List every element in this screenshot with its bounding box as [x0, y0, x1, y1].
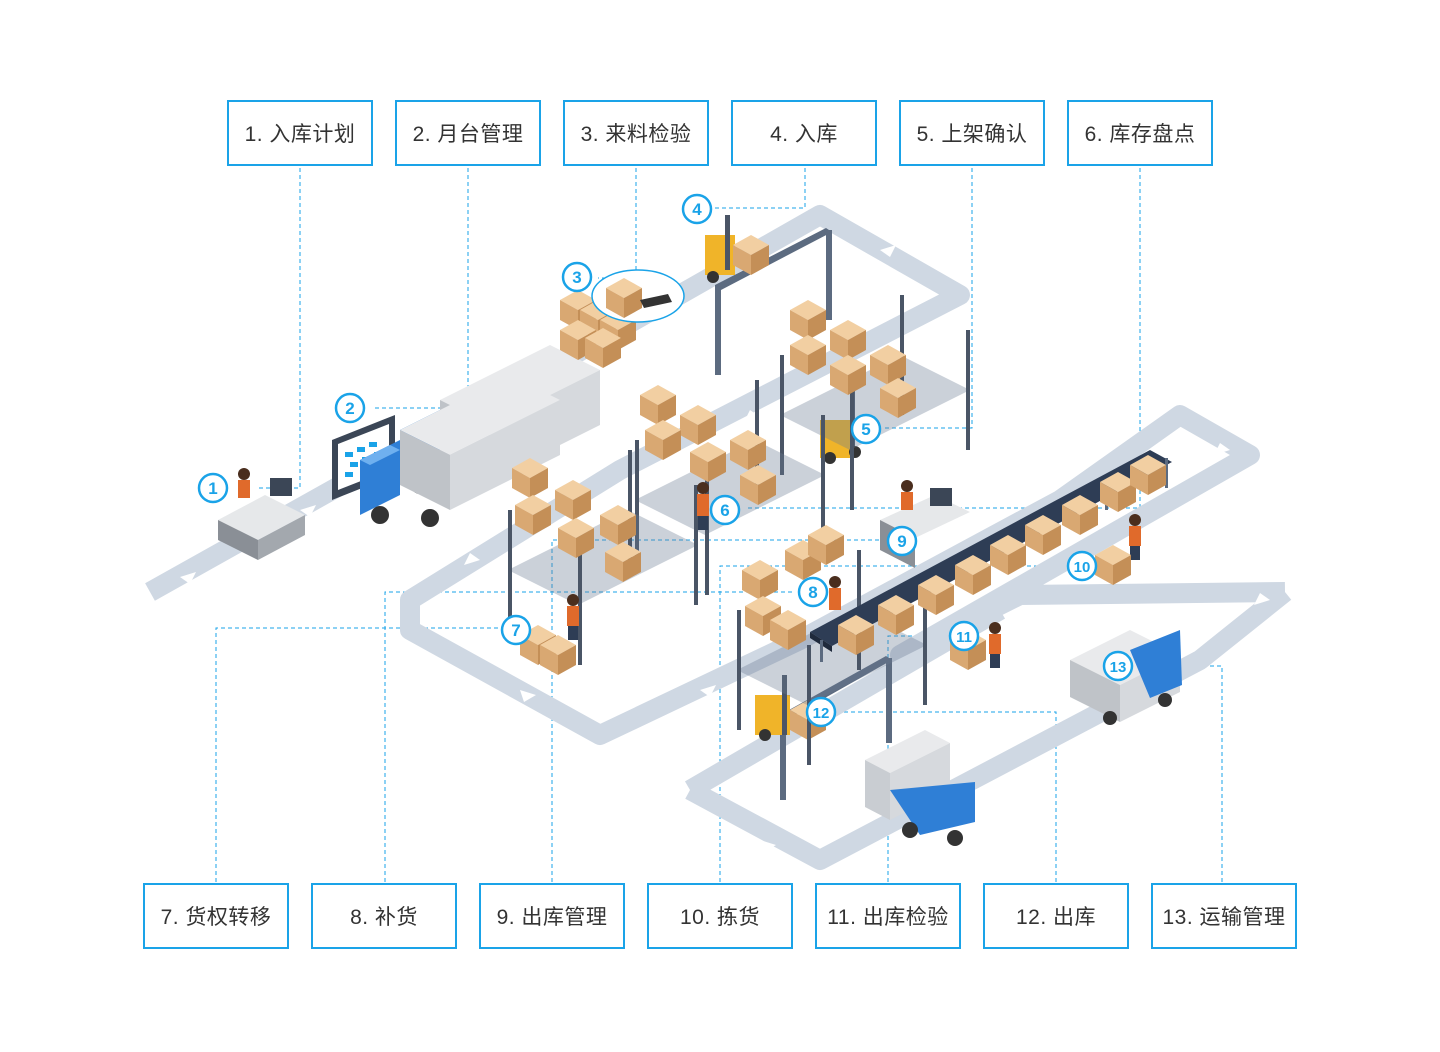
step-box-4: 4. 入库 — [731, 100, 877, 166]
step-box-2: 2. 月台管理 — [395, 100, 541, 166]
person-icon — [1129, 514, 1141, 560]
step-badge-11: 11 — [948, 620, 980, 652]
step-box-9: 9. 出库管理 — [479, 883, 625, 949]
step-badge-label: 3 — [572, 268, 581, 287]
step-badge-label: 1 — [208, 479, 217, 498]
step-badge-12: 12 — [805, 696, 837, 728]
step-box-10: 10. 拣货 — [647, 883, 793, 949]
step-badge-label: 2 — [345, 399, 354, 418]
step-badge-label: 13 — [1110, 659, 1127, 676]
step-badge-5: 5 — [850, 413, 882, 445]
step-box-6: 6. 库存盘点 — [1067, 100, 1213, 166]
step-box-13: 13. 运输管理 — [1151, 883, 1297, 949]
step-label-5: 5. 上架确认 — [916, 123, 1028, 146]
step-badge-label: 11 — [956, 629, 972, 646]
step-label-9: 9. 出库管理 — [496, 906, 608, 929]
conveyor-icon — [810, 450, 1172, 662]
gate-gantry-top — [715, 228, 832, 375]
step-label-8: 8. 补货 — [350, 906, 418, 929]
step-box-7: 7. 货权转移 — [143, 883, 289, 949]
step-label-7: 7. 货权转移 — [160, 906, 272, 929]
step-label-11: 11. 出库检验 — [827, 906, 949, 929]
step-label-13: 13. 运输管理 — [1162, 906, 1286, 929]
step-badge-label: 9 — [897, 532, 906, 551]
flow-path — [145, 205, 1292, 870]
step-box-11: 11. 出库检验 — [815, 883, 961, 949]
step-box-3: 3. 来料检验 — [563, 100, 709, 166]
step-label-12: 12. 出库 — [1015, 906, 1097, 929]
step-badge-label: 8 — [808, 583, 817, 602]
person-icon — [829, 576, 841, 610]
step-badge-2: 2 — [334, 392, 366, 424]
step-box-5: 5. 上架确认 — [899, 100, 1045, 166]
step-badge-label: 12 — [813, 705, 830, 722]
step-badge-4: 4 — [681, 193, 713, 225]
step-label-1: 1. 入库计划 — [244, 123, 356, 146]
step-badge-9: 9 — [886, 525, 918, 557]
step-badge-label: 10 — [1074, 559, 1091, 576]
scanner-icon — [591, 269, 685, 323]
step-badge-3: 3 — [561, 261, 593, 293]
person-icon — [697, 482, 709, 530]
inbound-plan-desk — [218, 468, 305, 560]
step-box-8: 8. 补货 — [311, 883, 457, 949]
step-label-6: 6. 库存盘点 — [1084, 123, 1196, 146]
truck-icon — [865, 730, 975, 846]
step-label-2: 2. 月台管理 — [412, 123, 524, 146]
step-label-3: 3. 来料检验 — [580, 123, 692, 146]
forklift-icon — [755, 675, 826, 741]
step-badge-label: 5 — [861, 420, 870, 439]
step-badge-8: 8 — [797, 576, 829, 608]
person-icon — [901, 480, 913, 510]
step-badge-6: 6 — [709, 494, 741, 526]
forklift-icon — [705, 215, 769, 283]
step-badge-13: 13 — [1102, 650, 1134, 682]
step-label-4: 4. 入库 — [770, 123, 838, 146]
step-badge-7: 7 — [500, 614, 532, 646]
person-icon — [567, 594, 579, 640]
step-badge-label: 6 — [720, 501, 729, 520]
step-badge-label: 7 — [511, 621, 520, 640]
step-badge-10: 10 — [1066, 550, 1098, 582]
person-icon — [238, 468, 250, 498]
step-badge-label: 4 — [692, 200, 702, 219]
step-box-12: 12. 出库 — [983, 883, 1129, 949]
person-icon — [989, 622, 1001, 668]
step-label-10: 10. 拣货 — [679, 906, 761, 929]
step-box-1: 1. 入库计划 — [227, 100, 373, 166]
step-badge-1: 1 — [197, 472, 229, 504]
